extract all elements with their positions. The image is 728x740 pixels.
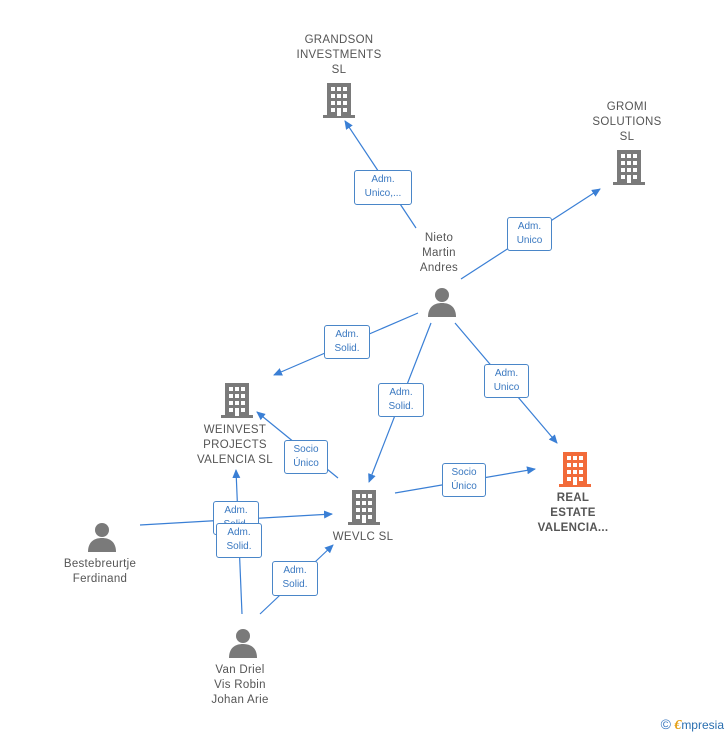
edge-label-nieto-grandson[interactable]: Adm. Unico,... [354, 170, 412, 205]
node-label: GROMI SOLUTIONS SL [592, 101, 662, 143]
building-icon [348, 490, 380, 525]
brand-logo-initial: € [674, 718, 682, 733]
edge-label-wevlc-realestate[interactable]: Socio Único [442, 463, 486, 497]
edge-label-nieto-realestate[interactable]: Adm. Unico [484, 364, 529, 398]
brand-footer: © €mpresia [661, 716, 724, 734]
edge-label-wevlc-weinvest[interactable]: Socio Único [284, 440, 328, 474]
edge-label-nieto-weinvest[interactable]: Adm. Solid. [324, 325, 370, 359]
node-label: Van Driel Vis Robin Johan Arie [211, 664, 269, 706]
building-icon [613, 150, 645, 185]
building-icon [559, 452, 591, 487]
node-label: GRANDSON INVESTMENTS SL [296, 34, 382, 76]
edge-label-vandriel-weinvest[interactable]: Adm. Solid. [216, 523, 262, 558]
node-label: WEVLC SL [332, 531, 394, 543]
edge-label-nieto-wevlc[interactable]: Adm. Solid. [378, 383, 424, 417]
person-icon [428, 288, 456, 317]
edge-label-nieto-gromi[interactable]: Adm. Unico [507, 217, 552, 251]
node-label: Nieto Martin Andres [419, 232, 459, 274]
brand-logo-text: mpresia [681, 718, 724, 732]
copyright-icon: © [660, 716, 671, 732]
building-icon [221, 383, 253, 418]
node-label: Bestebreurtje Ferdinand [63, 558, 137, 585]
node-label: WEINVEST PROJECTS VALENCIA SL [197, 424, 273, 466]
building-icon [323, 83, 355, 118]
person-icon [229, 629, 257, 658]
node-label: REAL ESTATE VALENCIA... [537, 492, 609, 534]
person-icon [88, 523, 116, 552]
edge-label-vandriel-wevlc[interactable]: Adm. Solid. [272, 561, 318, 596]
